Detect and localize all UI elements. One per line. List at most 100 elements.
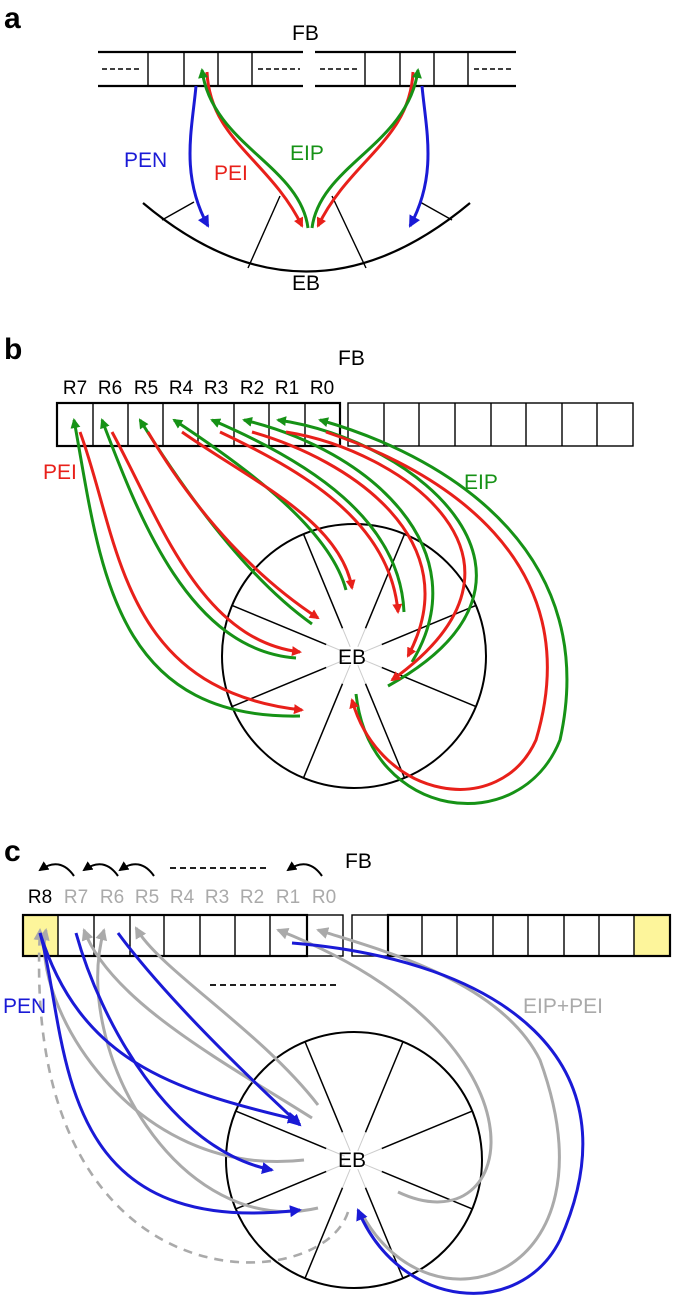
panel-b-register-label: R2 [240, 378, 264, 399]
panel-c-combined-label: EIP+PEI [523, 995, 603, 1018]
panel-c-gray-arrow [316, 927, 561, 1281]
panel-a-label: a [4, 2, 21, 35]
panel-c-register-label: R7 [64, 887, 88, 908]
panel-c-gray-arrow [37, 928, 305, 1164]
panel-b-label: b [4, 333, 22, 366]
panel-a-pei-label: PEI [214, 162, 248, 185]
panel-b-eip-arrow-1 [100, 418, 297, 660]
wedge-spoke [381, 1170, 473, 1210]
panel-b-eb-circle [221, 523, 487, 789]
panel-b-pei-arrow-1 [110, 431, 302, 657]
panel-c-register-label: R3 [205, 887, 229, 908]
panel-b-register-label: R0 [310, 378, 334, 399]
panel-a-fb-strip-left [98, 50, 303, 88]
panel-c-highlight-cell-right [634, 915, 670, 956]
panel-b-pei-arrow-3 [181, 430, 356, 590]
panel-b-eb-label: EB [338, 646, 366, 669]
panel-a-pen-arrow-right [408, 85, 430, 228]
panel-c-register-label: R1 [276, 887, 300, 908]
panel-a-eip-label: EIP [290, 142, 324, 165]
panel-c-label: c [4, 835, 21, 868]
panel-b-fb-label: FB [338, 347, 365, 370]
wedge-spoke [364, 533, 406, 629]
wedge-spoke [302, 533, 344, 629]
panel-c-eb-circle [225, 1031, 483, 1289]
panel-a-fb-label: FB [292, 22, 319, 45]
wedge-spoke-inner [357, 665, 366, 684]
panel-b-register-label: R4 [169, 378, 194, 399]
panel-b-register-label: R5 [134, 378, 158, 399]
panel-b-fb-row-active [55, 401, 342, 448]
panel-a-pei-arrow-left [205, 71, 304, 228]
panel-b-pei-arrow-7 [325, 430, 549, 791]
panel-c-pen-arrow [116, 932, 302, 1127]
panel-a-pen-arrow-left [188, 85, 210, 228]
panel-c-pen-arrow [38, 932, 302, 1218]
wedge-spoke-inner [326, 659, 345, 668]
panel-b-eip-arrow-0 [70, 418, 301, 718]
wedge-spoke [364, 1041, 404, 1133]
panel-b-register-label: R7 [63, 378, 87, 399]
panel-b-arrows [70, 416, 569, 805]
panel-c-fb-label: FB [345, 850, 372, 873]
wedge-spoke [364, 683, 406, 779]
wedge-spoke [231, 666, 327, 708]
wedge-spoke-inner [357, 1132, 366, 1151]
panel-c-pen-arrow [291, 941, 585, 1295]
panel-c-register-label: R6 [100, 887, 124, 908]
wedge-spoke-inner [363, 1163, 382, 1172]
panel-a-eb-arc [142, 195, 471, 273]
panel-c-arrows [33, 926, 585, 1295]
wedge-spoke [235, 1110, 327, 1150]
panel-b-fb-row-inactive [347, 402, 634, 447]
panel-a-eb-label: EB [292, 272, 320, 295]
panel-b-pei-arrow-5 [251, 430, 427, 658]
panel-b-eip-arrow-3 [172, 418, 348, 591]
wedge-spoke-inner [326, 644, 345, 653]
panel-a: a FB [4, 2, 516, 295]
panel-b-pei-arrow-6 [285, 430, 467, 682]
panel-b-eip-arrow-5 [242, 416, 435, 663]
panel-a-pei-arrow-right [316, 71, 415, 228]
panel-b-pei-label: PEI [43, 461, 77, 484]
wedge-spoke [381, 1110, 473, 1150]
wedge-spoke-inner [326, 1148, 345, 1157]
wedge-spoke [231, 604, 327, 646]
wedge-spoke [381, 666, 477, 708]
panel-b-eip-arrow-7 [318, 417, 569, 805]
panel-c-register-label: R0 [312, 887, 336, 908]
panel-c-gray-arrow [95, 928, 319, 1214]
panel-b-pei-arrow-2 [146, 431, 320, 620]
panel-c-shift-arrows [38, 861, 323, 877]
wedge-spoke-inner [363, 644, 382, 653]
wedge-spoke-inner [326, 1163, 345, 1172]
panel-b-register-label: R1 [275, 378, 299, 399]
wedge-spoke-inner [363, 1148, 382, 1157]
panel-a-eip-arrow-left [198, 68, 310, 229]
panel-b-pei-arrow-4 [219, 430, 403, 614]
wedge-spoke [304, 1041, 344, 1133]
panel-c-register-label: R5 [135, 887, 159, 908]
panel-c-eb-label: EB [338, 1149, 366, 1172]
panel-c-gray-arrow [134, 926, 320, 1106]
wedge-spoke [235, 1170, 327, 1210]
panel-b-pei-arrow-0 [78, 431, 304, 715]
panel-c-pen-label: PEN [3, 995, 46, 1018]
wedge-spoke [302, 683, 344, 779]
panel-b-register-label: R3 [204, 378, 228, 399]
panel-c-pen-arrow [74, 932, 274, 1174]
panel-c-register-label: R2 [240, 887, 264, 908]
panel-a-pen-label: PEN [124, 149, 167, 172]
wedge-spoke-inner [342, 628, 351, 647]
panel-a-eip-arrow-right [310, 68, 422, 229]
wedge-spoke-inner [363, 659, 382, 668]
panel-c-fb-row [21, 913, 672, 958]
wedge-spoke-inner [342, 665, 351, 684]
panel-c-gray-dashed-arrow [33, 928, 350, 1264]
panel-c-gray-arrow [276, 928, 493, 1204]
